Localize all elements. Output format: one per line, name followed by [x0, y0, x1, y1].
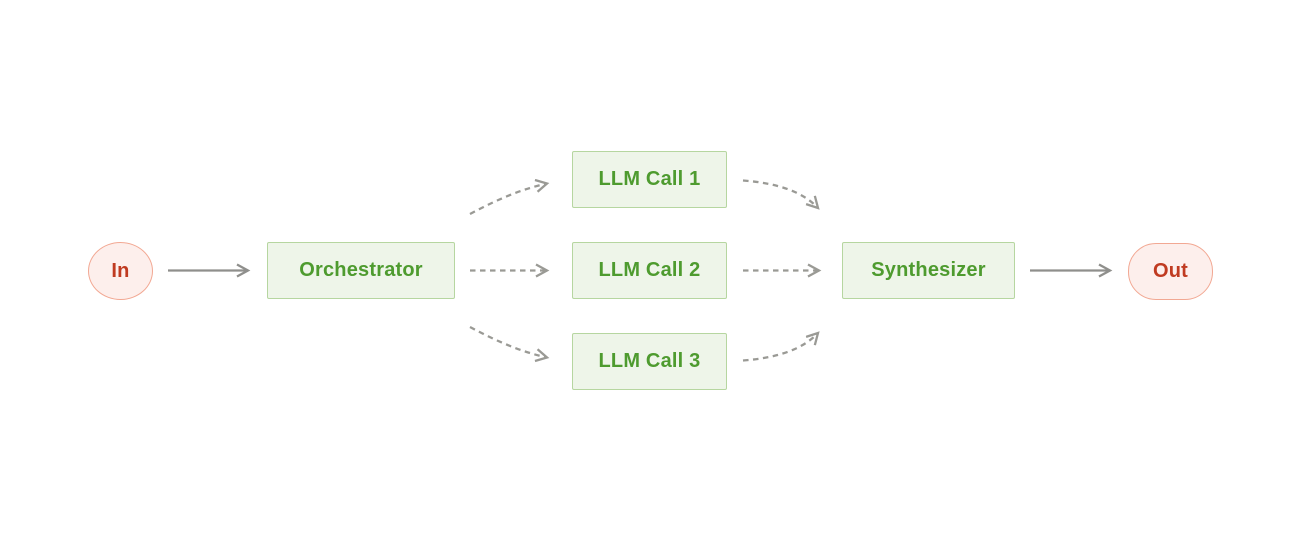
- node-llm-call-3: LLM Call 3: [572, 333, 727, 390]
- node-out: Out: [1128, 243, 1213, 300]
- node-llm-call-1: LLM Call 1: [572, 151, 727, 208]
- node-in-label: In: [111, 259, 130, 282]
- node-orchestrator-label: Orchestrator: [299, 259, 423, 281]
- edge-llm-call-1-to-synthesizer: [742, 179, 820, 210]
- edge-orchestrator-to-llm-call-3: [469, 325, 550, 363]
- node-synthesizer: Synthesizer: [842, 242, 1015, 299]
- edge-llm-call-3-to-synthesizer: [742, 331, 820, 362]
- node-llm-call-2-label: LLM Call 2: [598, 259, 701, 281]
- node-out-label: Out: [1152, 260, 1189, 282]
- edge-orchestrator-to-llm-call-1: [469, 178, 550, 216]
- node-llm-call-1-label: LLM Call 1: [598, 168, 701, 190]
- node-llm-call-2: LLM Call 2: [572, 242, 727, 299]
- node-in: In: [88, 242, 153, 300]
- node-llm-call-3-label: LLM Call 3: [598, 350, 701, 372]
- node-orchestrator: Orchestrator: [267, 242, 455, 299]
- node-synthesizer-label: Synthesizer: [871, 259, 986, 281]
